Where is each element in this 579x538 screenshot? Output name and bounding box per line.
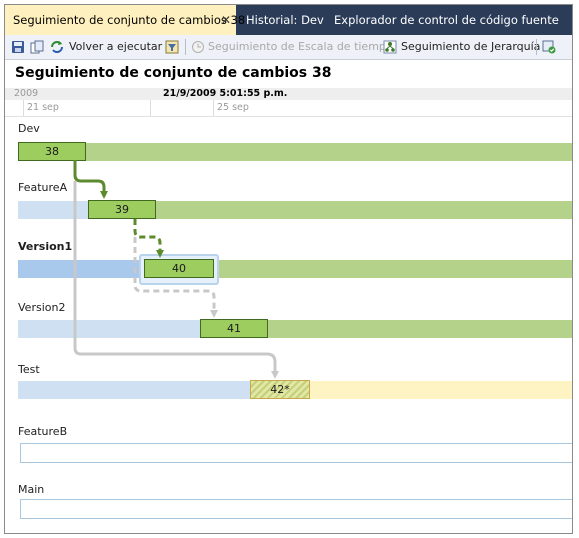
ruler-tick xyxy=(23,100,24,116)
changeset-42-pending[interactable]: 42* xyxy=(250,380,310,399)
ruler-timestamp: 21/9/2009 5:01:55 p.m. xyxy=(163,88,288,99)
branch-label-featureb: FeatureB xyxy=(18,425,68,438)
hierarchy-icon[interactable] xyxy=(383,40,397,54)
tab-label: Seguimiento de conjunto de cambios 38 xyxy=(13,13,246,27)
tab-source-control-explorer[interactable]: Explorador de control de código fuente xyxy=(326,5,559,35)
timeline-tracking-button[interactable]: Seguimiento de Escala de tiempo xyxy=(208,40,393,53)
branch-lane-version2-unmerged xyxy=(18,320,200,338)
branch-label-featurea: FeatureA xyxy=(18,181,68,194)
ruler-tick xyxy=(150,100,151,116)
merge-arrow-39-41 xyxy=(133,237,218,318)
filter-icon[interactable] xyxy=(165,40,179,54)
document-tab-strip: Seguimiento de conjunto de cambios 38 ✕ … xyxy=(5,5,572,35)
ruler-tick xyxy=(213,100,214,116)
changeset-38[interactable]: 38 xyxy=(18,142,86,161)
refresh-icon[interactable] xyxy=(50,40,64,54)
ruler-year: 2009 xyxy=(14,88,39,99)
tab-label: Explorador de control de código fuente xyxy=(334,13,559,27)
branch-lane-version2 xyxy=(267,320,572,338)
tab-changeset-tracking[interactable]: Seguimiento de conjunto de cambios 38 ✕ xyxy=(5,5,245,35)
merge-arrow-38-42 xyxy=(73,181,279,379)
branch-lane-main xyxy=(20,499,572,519)
branch-label-main: Main xyxy=(18,483,45,496)
changeset-40[interactable]: 40 xyxy=(144,259,214,278)
branch-label-version2: Version2 xyxy=(18,301,66,314)
page-title: Seguimiento de conjunto de cambios 38 xyxy=(15,65,332,81)
time-ruler-header xyxy=(5,88,572,100)
branch-lane-featureb xyxy=(20,443,572,463)
changeset-39[interactable]: 39 xyxy=(88,200,156,219)
time-ruler: 2009 21/9/2009 5:01:55 p.m. 21 sep 25 se… xyxy=(5,88,572,117)
clock-icon xyxy=(192,41,204,53)
branch-lane-dev xyxy=(85,143,572,161)
branch-lane-featurea-unmerged xyxy=(18,201,88,219)
check-icon[interactable] xyxy=(542,40,556,54)
close-icon[interactable]: ✕ xyxy=(221,13,232,27)
toolbar: Volver a ejecutar Seguimiento de Escala … xyxy=(5,35,572,60)
branch-lane-featurea xyxy=(155,201,572,219)
branch-label-version1: Version1 xyxy=(18,240,73,253)
hierarchy-tracking-button[interactable]: Seguimiento de Jerarquía xyxy=(401,40,541,53)
branch-lane-version1 xyxy=(217,260,572,278)
branch-lane-test-unmerged xyxy=(18,381,250,399)
tab-label: Historial: Dev xyxy=(246,13,324,27)
tab-history-dev[interactable]: Historial: Dev xyxy=(238,5,324,35)
merge-arrow-38-39 xyxy=(73,160,108,199)
branch-lane-version1-unmerged xyxy=(18,260,143,278)
changeset-tracking-window: Seguimiento de conjunto de cambios 38 ✕ … xyxy=(4,4,573,534)
branch-lane-test-pending xyxy=(310,381,572,399)
ruler-date: 21 sep xyxy=(27,102,59,113)
rerun-button[interactable]: Volver a ejecutar xyxy=(69,40,163,53)
branch-label-test: Test xyxy=(18,363,40,376)
save-icon[interactable] xyxy=(11,40,25,54)
copy-icon[interactable] xyxy=(30,40,44,54)
merge-arrow-39-40 xyxy=(133,219,164,258)
merge-arrows xyxy=(73,160,279,379)
changeset-41[interactable]: 41 xyxy=(200,319,268,338)
toolbar-separator xyxy=(536,39,537,55)
ruler-date: 25 sep xyxy=(217,102,249,113)
branch-label-dev: Dev xyxy=(18,122,40,135)
toolbar-separator xyxy=(185,39,186,55)
